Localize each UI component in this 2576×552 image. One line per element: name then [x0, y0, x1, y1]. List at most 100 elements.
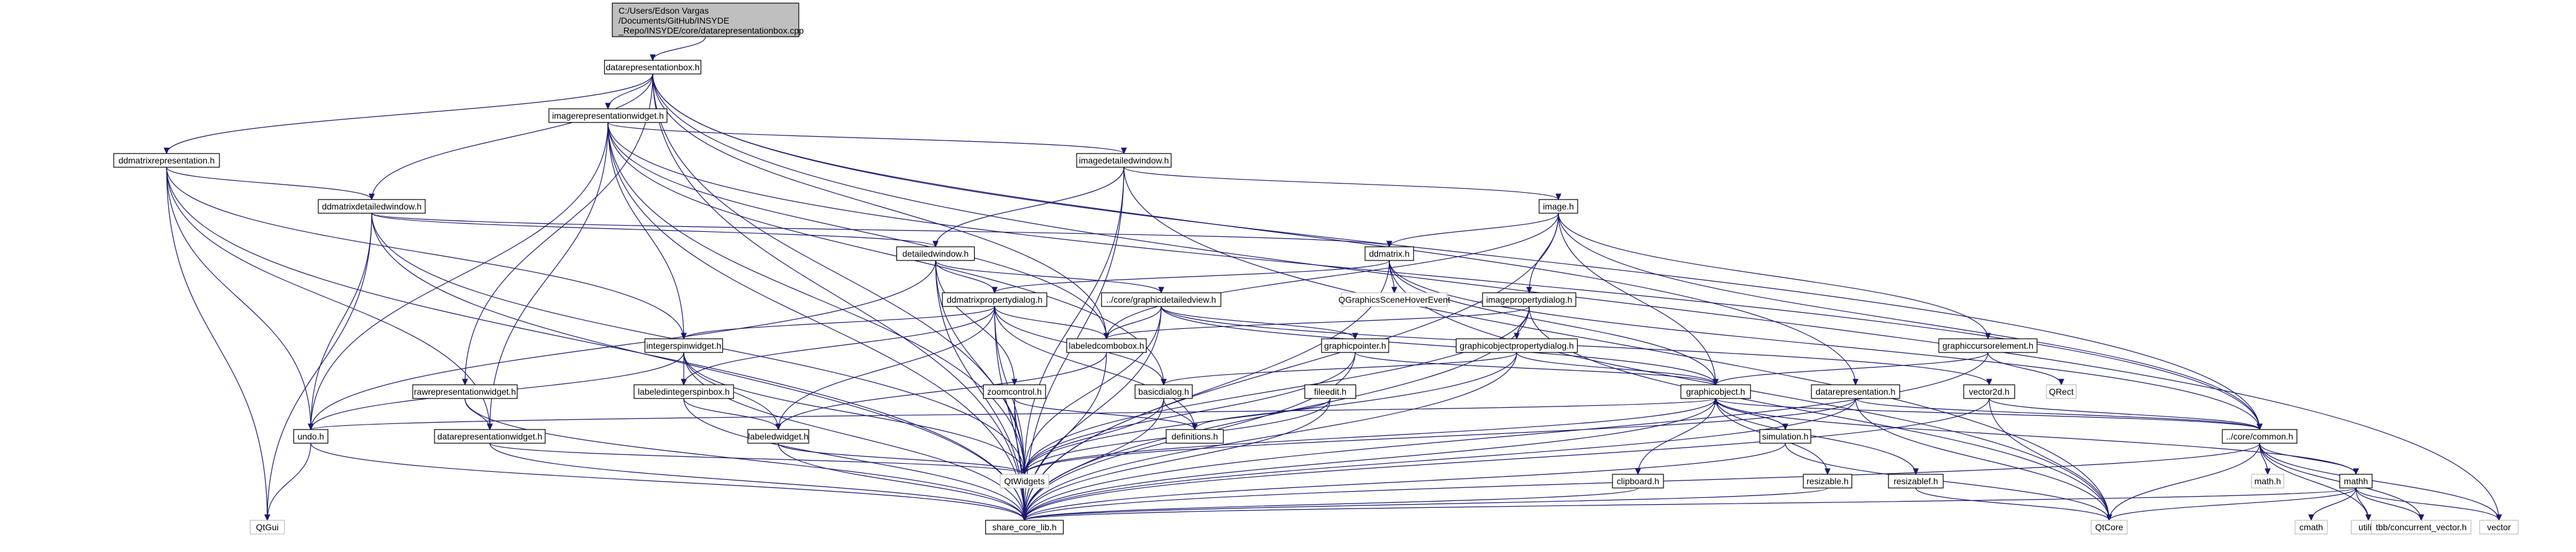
edge-mathh-to-tbb: [2355, 487, 2424, 522]
file-node-label: tbb/concurrent_vector.h: [2376, 522, 2467, 532]
file-node-ddmprop-h[interactable]: ddmatrixpropertydialog.h: [942, 292, 1047, 307]
file-node-imgprop-h[interactable]: imagepropertydialog.h: [1482, 292, 1576, 307]
edge-gdview-h-to-gobj-h: [1161, 306, 1719, 386]
edge-vec2d-h-to-common-h: [1989, 398, 2263, 431]
file-node-resiz-h[interactable]: resizable.h: [1803, 474, 1852, 489]
file-node-intspin-h[interactable]: integerspinwidget.h: [644, 338, 724, 353]
edge-imgrepw-h-to-drwidget-h: [487, 122, 609, 431]
file-node-label: graphiccursorelement.h: [1943, 341, 2033, 351]
edge-drbox-h-to-rawrep-h: [462, 73, 653, 386]
file-node-rawrep-h[interactable]: rawrepresentationwidget.h: [412, 384, 518, 399]
dependency-edges: [163, 36, 2502, 522]
root-file-node: C:/Users/Edson Vargas /Documents/GitHub/…: [612, 2, 804, 37]
file-node-label: ../core/common.h: [2226, 431, 2293, 441]
file-node-qgshover[interactable]: QGraphicsSceneHoverEvent: [1338, 292, 1450, 307]
file-node-datarep-h[interactable]: datarepresentation.h: [1811, 384, 1900, 399]
file-node-vec2d-h[interactable]: vector2d.h: [1963, 384, 2015, 399]
file-node-qrect[interactable]: QRect: [2046, 384, 2077, 399]
file-nodes: C:/Users/Edson Vargas /Documents/GitHub/…: [113, 2, 2519, 535]
file-node-drwidget-h[interactable]: datarepresentationwidget.h: [434, 429, 546, 444]
root-file-line-3: _Repo/INSYDE/core/datarepresentationbox.…: [618, 25, 804, 35]
file-node-ddmatrixdet-h[interactable]: ddmatrixdetailedwindow.h: [318, 199, 426, 214]
file-node-tbb[interactable]: tbb/concurrent_vector.h: [2371, 520, 2472, 535]
file-node-detwin-h[interactable]: detailedwindow.h: [896, 246, 975, 261]
file-node-basicdlg-h[interactable]: basicdialog.h: [1134, 384, 1193, 399]
edge-image-h-to-gobj-h: [1558, 213, 1719, 386]
edge-labintspin-h-to-labwidget-h: [683, 398, 781, 431]
file-node-label: resizablef.h: [1893, 476, 1938, 486]
edge-mathh-to-qtcore: [2106, 487, 2357, 522]
file-node-gobj-h[interactable]: graphicobject.h: [1680, 384, 1751, 399]
file-node-clip-h[interactable]: clipboard.h: [1612, 474, 1664, 489]
edge-gobj-h-to-share: [1021, 398, 1716, 522]
file-node-label: datarepresentationbox.h: [606, 62, 700, 72]
file-node-mathh[interactable]: mathh: [2339, 474, 2373, 489]
file-node-gcursor-h[interactable]: graphiccursorelement.h: [1938, 338, 2038, 353]
edge-sim-h-to-gobj-h: [1713, 397, 1786, 430]
file-node-common-h[interactable]: ../core/common.h: [2222, 429, 2298, 444]
edge-imgrepw-h-to-common-h: [607, 122, 2263, 431]
file-node-defs-h[interactable]: definitions.h: [1166, 429, 1224, 444]
file-node-ddmatrixrep-h[interactable]: ddmatrixrepresentation.h: [113, 153, 220, 168]
edge-mathh-to-utility: [2355, 487, 2371, 522]
edge-gobj-h-to-undo-h: [308, 398, 1716, 431]
file-node-labintspin-h[interactable]: labeledintegerspinbox.h: [633, 384, 734, 399]
edge-labwidget-h-to-share: [778, 443, 1028, 522]
edge-ddmatrixrep-h-to-intspin-h: [166, 167, 687, 340]
file-node-label: vector2d.h: [1969, 387, 2009, 397]
edge-image-h-to-common-h: [1558, 213, 2263, 431]
file-node-label: ../core/graphicdetailedview.h: [1106, 295, 1217, 305]
file-node-gdview-h[interactable]: ../core/graphicdetailedview.h: [1101, 292, 1221, 307]
edge-labwidget-h-to-qtwidgets: [778, 443, 1028, 476]
file-node-label: QtWidgets: [1004, 476, 1044, 486]
file-node-imgdetwin-h[interactable]: imagedetailedwindow.h: [1076, 153, 1172, 168]
edge-ddmatrixdet-h-to-undo-h: [308, 213, 372, 431]
file-node-mathh-sys[interactable]: math.h: [2251, 474, 2284, 489]
file-node-qtgui[interactable]: QtGui: [249, 520, 285, 535]
file-node-label: resizable.h: [1806, 476, 1849, 486]
file-node-label: undo.h: [298, 431, 324, 441]
file-node-label: datarepresentation.h: [1816, 387, 1895, 397]
file-node-qtcore[interactable]: QtCore: [2091, 520, 2128, 535]
edge-gptr-h-to-gobj-h: [1355, 352, 1719, 386]
edge-gdview-h-to-gptr-h: [1161, 306, 1358, 340]
file-node-label: imagerepresentationwidget.h: [552, 111, 664, 121]
file-node-resizf-h[interactable]: resizablef.h: [1888, 474, 1944, 489]
file-node-label: mathh: [2344, 476, 2368, 486]
file-node-zoomctl-h[interactable]: zoomcontrol.h: [983, 384, 1046, 399]
file-node-gptr-h[interactable]: graphicpointer.h: [1321, 338, 1389, 353]
file-node-label: vector: [2487, 522, 2511, 532]
file-node-undo-h[interactable]: undo.h: [293, 429, 329, 444]
edge-image-h-to-labcombo-h: [1103, 213, 1559, 340]
file-node-drbox-h[interactable]: datarepresentationbox.h: [604, 60, 702, 75]
edge-basicdlg-h-to-qtwidgets: [1021, 398, 1164, 476]
root-file-line-2: /Documents/GitHub/INSYDE: [619, 16, 729, 25]
edge-detwin-h-to-zoomctl-h: [935, 260, 1018, 386]
edge-ddmatrixrep-h-to-ddmatrixdet-h: [166, 167, 375, 201]
file-node-label: rawrepresentationwidget.h: [414, 387, 516, 397]
edge-common-h-to-mathh: [2259, 443, 2359, 476]
edge-datarep-h-to-qtwidgets: [1021, 398, 1856, 476]
file-node-sim-h[interactable]: simulation.h: [1759, 429, 1811, 444]
file-node-share[interactable]: share_core_lib.h: [985, 520, 1064, 535]
file-node-label: graphicpointer.h: [1324, 341, 1386, 351]
edge-drbox-h-to-datarep-h: [652, 73, 1859, 386]
file-node-fileedit-h[interactable]: fileedit.h: [1304, 384, 1356, 399]
file-node-cmath[interactable]: cmath: [2294, 520, 2328, 535]
file-node-gobjprop-h[interactable]: graphicobjectpropertydialog.h: [1455, 338, 1578, 353]
file-node-label: ddmatrixdetailedwindow.h: [322, 201, 421, 211]
file-node-ddmatrix-h[interactable]: ddmatrix.h: [1364, 246, 1414, 261]
edge-ddmatrixdet-h-to-detwin-h: [371, 213, 939, 248]
edge-mathh-to-vector: [2355, 487, 2502, 522]
edge-vec2d-h-to-qtcore: [1989, 398, 2112, 522]
file-node-qtwidgets[interactable]: QtWidgets: [1000, 474, 1049, 489]
file-node-image-h[interactable]: image.h: [1539, 199, 1578, 214]
file-node-label: datarepresentationwidget.h: [438, 431, 543, 441]
file-node-labcombo-h[interactable]: labeledcombobox.h: [1066, 338, 1147, 353]
edge-gobjprop-h-to-gobj-h: [1516, 352, 1719, 386]
file-node-label: labeledwidget.h: [748, 431, 808, 441]
file-node-labwidget-h[interactable]: labeledwidget.h: [747, 429, 809, 444]
file-node-vector[interactable]: vector: [2479, 520, 2519, 535]
file-node-imgrepw-h[interactable]: imagerepresentationwidget.h: [548, 108, 668, 123]
edge-drbox-h-to-common-h: [652, 73, 2263, 431]
